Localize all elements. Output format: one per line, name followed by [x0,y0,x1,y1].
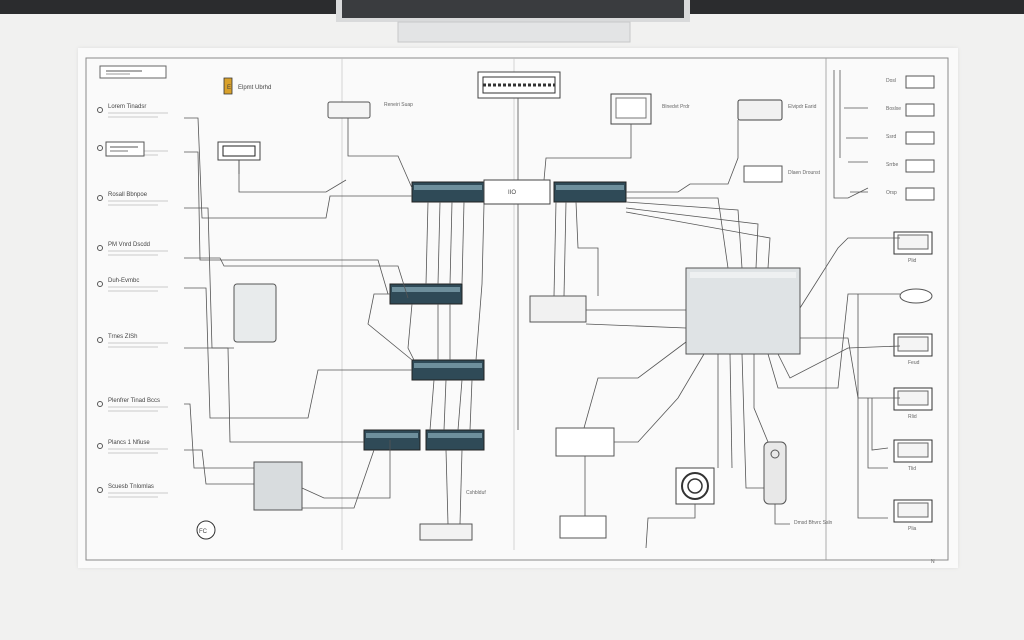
display-label: Tlid [908,466,916,472]
left-label-bullet [97,145,103,151]
left-label-bullet [97,245,103,251]
switch-mid [389,283,463,305]
display-screen-inner [897,336,929,352]
bottom-router [419,523,473,541]
right-panel-box [905,75,935,89]
right-panel-label: Orsp [886,190,897,196]
diagram-frame [85,57,949,561]
right-panel-label: Dosl [886,78,896,84]
display-screen-inner [897,234,929,250]
page-mark: N [931,559,935,565]
bottom-center-device [559,515,607,539]
device-right-label: Dlaen Drounst [788,170,821,176]
switch-bottom-right [425,429,485,451]
nas-device [233,283,277,343]
switch-top-left [411,181,485,203]
top-left-small-label: Reneiri Suap [384,102,413,108]
title-badge-icon: E [223,77,233,95]
network-diagram: E Elpmt Ubrhd Lorem TinadsrTom 3 DrdrRos… [85,57,949,565]
left-label-text: Plancs 1 Nfiuse [108,440,150,446]
svg-text:FC: FC [199,529,208,535]
left-label-bullet [97,107,103,113]
right-panel-label: Ssrd [886,134,897,140]
round-sensor [899,288,933,304]
left-label-text: Lorem Tinadsr [108,104,146,110]
left-label-text: Scuesb Tnlomlas [108,484,154,490]
right-panel-label: Srrbe [886,162,898,168]
small-right-device [743,165,783,183]
top-center-box-label: Blnedvt Prdr [662,104,690,110]
fc-badge-icon: FC [196,520,216,540]
bottom-center-label: Cshblduf [466,490,486,496]
cable-wiring [184,70,901,549]
display-label: Plid [908,258,917,264]
diagram-board: E Elpmt Ubrhd Lorem TinadsrTom 3 DrdrRos… [78,48,958,568]
display-screen-inner [897,442,929,458]
display-label: Plia [908,526,917,532]
display-label: Rlid [908,414,917,420]
right-panel-box [905,187,935,201]
left-label-bullet [97,281,103,287]
main-server-box [685,267,801,355]
left-label-bullet [97,195,103,201]
remote-control [763,441,787,505]
right-panel-box [905,159,935,173]
switch-bottom-left [363,429,421,451]
storage-device [253,461,303,511]
dvr-device [737,99,783,121]
left-label-text: Plenfrer Tinad Bccs [108,398,160,404]
router-device [327,101,371,119]
left-label-bullet [97,401,103,407]
modem-device [529,295,587,323]
switch-top-right [553,181,627,203]
center-hub: IIO [483,179,551,205]
fan-unit [675,467,715,505]
left-label-text: PM Vnrd Dscdd [108,242,150,248]
remote-label: Dmsd Bhvrc Ssln [794,520,833,526]
left-label-text: Trnes ZISh [108,334,137,340]
top-right-box-label: Elvipdr Earid [788,104,817,110]
control-panel-device [555,427,615,457]
switch-lower [411,359,485,381]
left-label-bullet [97,337,103,343]
center-hub-label: IIO [508,190,516,196]
display-screen-inner [897,390,929,406]
left-label-bullet [97,443,103,449]
title-badge-text: Elpmt Ubrhd [238,85,271,91]
small-device-box [105,141,145,157]
right-panel-box [905,131,935,145]
left-label-bullet [97,487,103,493]
svg-text:E: E [227,85,231,91]
display-screen-inner [897,502,929,518]
right-panel-label: Boslxe [886,106,901,112]
left-label-text: Duh-Evmbc [108,278,139,284]
left-label-text: Rosall Bbnpoe [108,192,148,198]
monitor-stand-graphic [336,0,690,43]
display-label: Feud [908,360,920,366]
right-panel-box [905,103,935,117]
header-box [99,65,167,79]
